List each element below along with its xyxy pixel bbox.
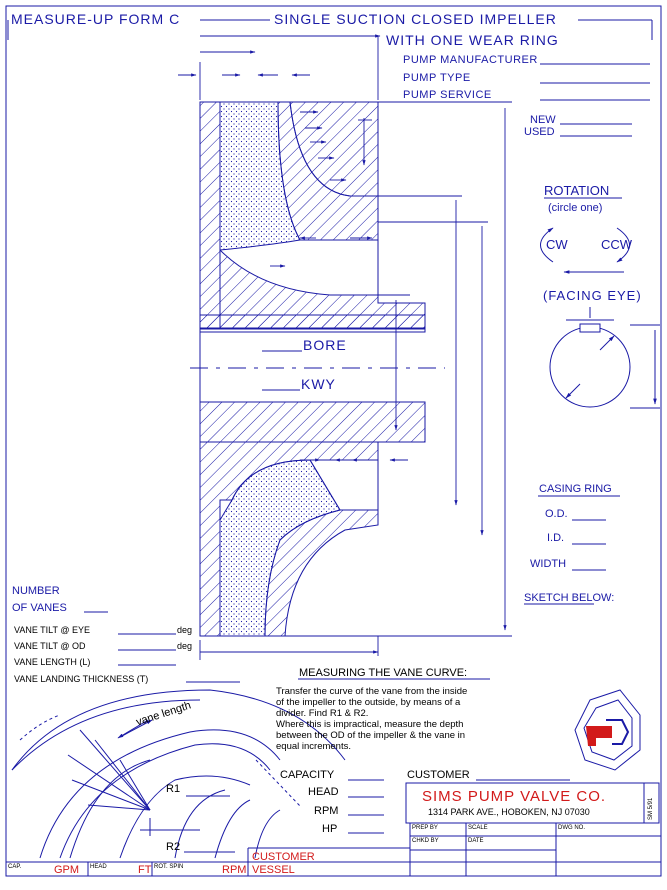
new-label: NEW [530, 114, 556, 126]
vane-blanks [84, 611, 490, 683]
dimension-lines [178, 34, 512, 660]
vane-curve-title: MEASURING THE VANE CURVE: [299, 667, 468, 679]
tb-rpm: RPM [222, 864, 247, 876]
head-label: HEAD [308, 786, 339, 798]
company-address: 1314 PARK AVE., HOBOKEN, NJ 07030 [428, 807, 590, 817]
facing-eye-label: (FACING EYE) [543, 288, 642, 303]
pump-service-label: PUMP SERVICE [403, 89, 492, 101]
title-line-2: WITH ONE WEAR RING [386, 32, 559, 48]
tb-customer: CUSTOMER [252, 851, 315, 863]
casing-ring-blanks [524, 495, 620, 605]
company-logo [574, 689, 641, 771]
tb-prep-by: PREP BY [412, 825, 438, 831]
number-of-vanes-label-1: NUMBER [12, 585, 60, 597]
bore-label: BORE [303, 337, 347, 353]
pump-type-label: PUMP TYPE [403, 72, 471, 84]
rpm-label: RPM [314, 805, 339, 817]
r1-label: R1 [166, 783, 181, 795]
instruction-line: between the OD of the impeller & the van… [276, 730, 466, 741]
bore-kwy-blanks [262, 350, 302, 391]
tb-chkd-by: CHKD BY [412, 838, 439, 844]
vane-curve-diagram [11, 689, 346, 859]
pump-manufacturer-label: PUMP MANUFACTURER [403, 54, 538, 66]
header-rules [7, 19, 653, 137]
casing-ring-title: CASING RING [539, 483, 612, 495]
r2-label: R2 [166, 841, 181, 853]
kwy-label: KWY [301, 376, 336, 392]
tb-dwg-no: DWG NO. [558, 825, 585, 831]
side-code: SM 5/91 [648, 797, 654, 820]
title-line-1: SINGLE SUCTION CLOSED IMPELLER [274, 11, 557, 27]
rotation-title: ROTATION [544, 183, 610, 198]
instruction-line: equal increments. [276, 741, 351, 752]
number-of-vanes-label-2: OF VANES [12, 602, 67, 614]
tb-rot-spin-label: ROT. SPIN [154, 864, 184, 870]
vane-tilt-od-deg: deg [177, 641, 193, 651]
tb-ft: FT [138, 864, 152, 876]
performance-blanks [348, 779, 570, 834]
vane-landing-label: VANE LANDING THICKNESS (T) [14, 674, 149, 684]
instruction-line: divider. Find R1 & R2. [276, 708, 369, 719]
instruction-line: Transfer the curve of the vane from the … [276, 686, 468, 697]
vane-length-label: VANE LENGTH (L) [14, 657, 91, 667]
sheet-border [5, 5, 662, 877]
tb-gpm: GPM [54, 864, 80, 876]
rotation-cw: CW [546, 237, 568, 252]
tb-date: DATE [468, 838, 484, 844]
form-name: MEASURE-UP FORM C [11, 11, 181, 27]
rotation-hint: (circle one) [548, 202, 603, 214]
instruction-line: Where this is impractical, measure the d… [276, 719, 464, 730]
vane-tilt-eye-deg: deg [177, 625, 193, 635]
tb-cap-label: CAP. [8, 864, 22, 870]
rotation-ccw: CCW [601, 237, 633, 252]
casing-id-label: I.D. [547, 532, 565, 544]
vane-curve-instructions: Transfer the curve of the vane from the … [276, 686, 576, 752]
vane-tilt-od-label: VANE TILT @ OD [14, 641, 86, 651]
company-name: SIMS PUMP VALVE CO. [422, 788, 607, 805]
shaft-circle [549, 326, 631, 408]
used-label: USED [524, 126, 555, 138]
customer-label: CUSTOMER [407, 769, 470, 781]
tb-head-label: HEAD [90, 864, 107, 870]
vane-tilt-eye-label: VANE TILT @ EYE [14, 625, 90, 635]
tb-vessel: VESSEL [252, 864, 295, 876]
sketch-below-label: SKETCH BELOW: [524, 592, 615, 604]
hp-label: HP [322, 823, 338, 835]
rotation-diagram [540, 197, 660, 409]
impeller-section [190, 101, 445, 637]
casing-width-label: WIDTH [530, 558, 567, 570]
title-block-frame [6, 782, 661, 876]
casing-od-label: O.D. [545, 508, 568, 520]
tb-scale: SCALE [468, 825, 488, 831]
capacity-label: CAPACITY [280, 769, 335, 781]
instruction-line: of the impeller to the outside, by means… [276, 697, 461, 708]
